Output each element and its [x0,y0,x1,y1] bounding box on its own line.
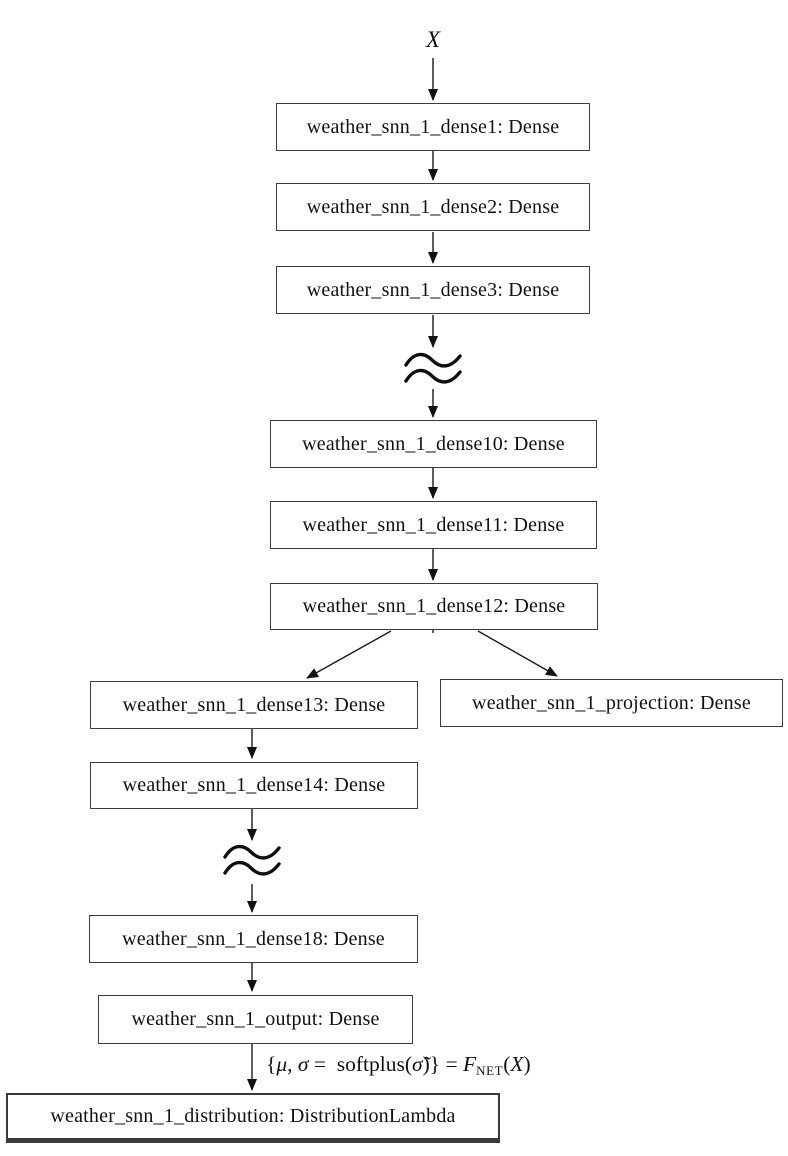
node-weather-snn-1-projection: weather_snn_1_projection: Dense [440,679,783,727]
node-weather-snn-1-dense2: weather_snn_1_dense2: Dense [276,183,590,231]
node-weather-snn-1-dense12: weather_snn_1_dense12: Dense [270,583,598,630]
formula-part-X: X [510,1052,524,1076]
formula-part: ) [523,1052,531,1076]
node-weather-snn-1-dense13: weather_snn_1_dense13: Dense [90,681,418,729]
formula-part-sigma: σ [297,1052,309,1076]
node-weather-snn-1-dense1: weather_snn_1_dense1: Dense [276,103,590,151]
node-weather-snn-1-dense10: weather_snn_1_dense10: Dense [270,420,597,468]
distribution-formula: {μ, σ = softplus(σ̃)} = FNET(X) [266,1052,531,1079]
formula-part-subscript: NET [476,1063,504,1078]
formula-part: )} = [422,1052,463,1076]
node-weather-snn-1-dense14: weather_snn_1_dense14: Dense [90,762,418,809]
skip-layers-squiggle-icon [223,844,281,876]
edge-dense12-projection [477,630,558,677]
formula-part-mu: μ [276,1052,288,1076]
formula-part-softplus: softplus( [336,1052,412,1076]
node-weather-snn-1-distribution: weather_snn_1_distribution: Distribution… [6,1093,500,1143]
formula-part: , [287,1052,298,1076]
node-weather-snn-1-dense3: weather_snn_1_dense3: Dense [276,266,590,314]
input-label: X [425,27,441,52]
skip-layers-squiggle-icon [404,352,462,384]
formula-part: { [266,1052,277,1076]
formula-part: = [308,1052,337,1076]
edge-dense12-dense13 [306,630,392,679]
formula-part-sigma-tilde: σ̃ [412,1052,423,1076]
formula-part: ( [503,1052,511,1076]
formula-part-F: F [462,1052,477,1076]
node-weather-snn-1-dense11: weather_snn_1_dense11: Dense [270,501,597,549]
node-weather-snn-1-output: weather_snn_1_output: Dense [98,995,413,1044]
node-weather-snn-1-dense18: weather_snn_1_dense18: Dense [89,915,418,963]
